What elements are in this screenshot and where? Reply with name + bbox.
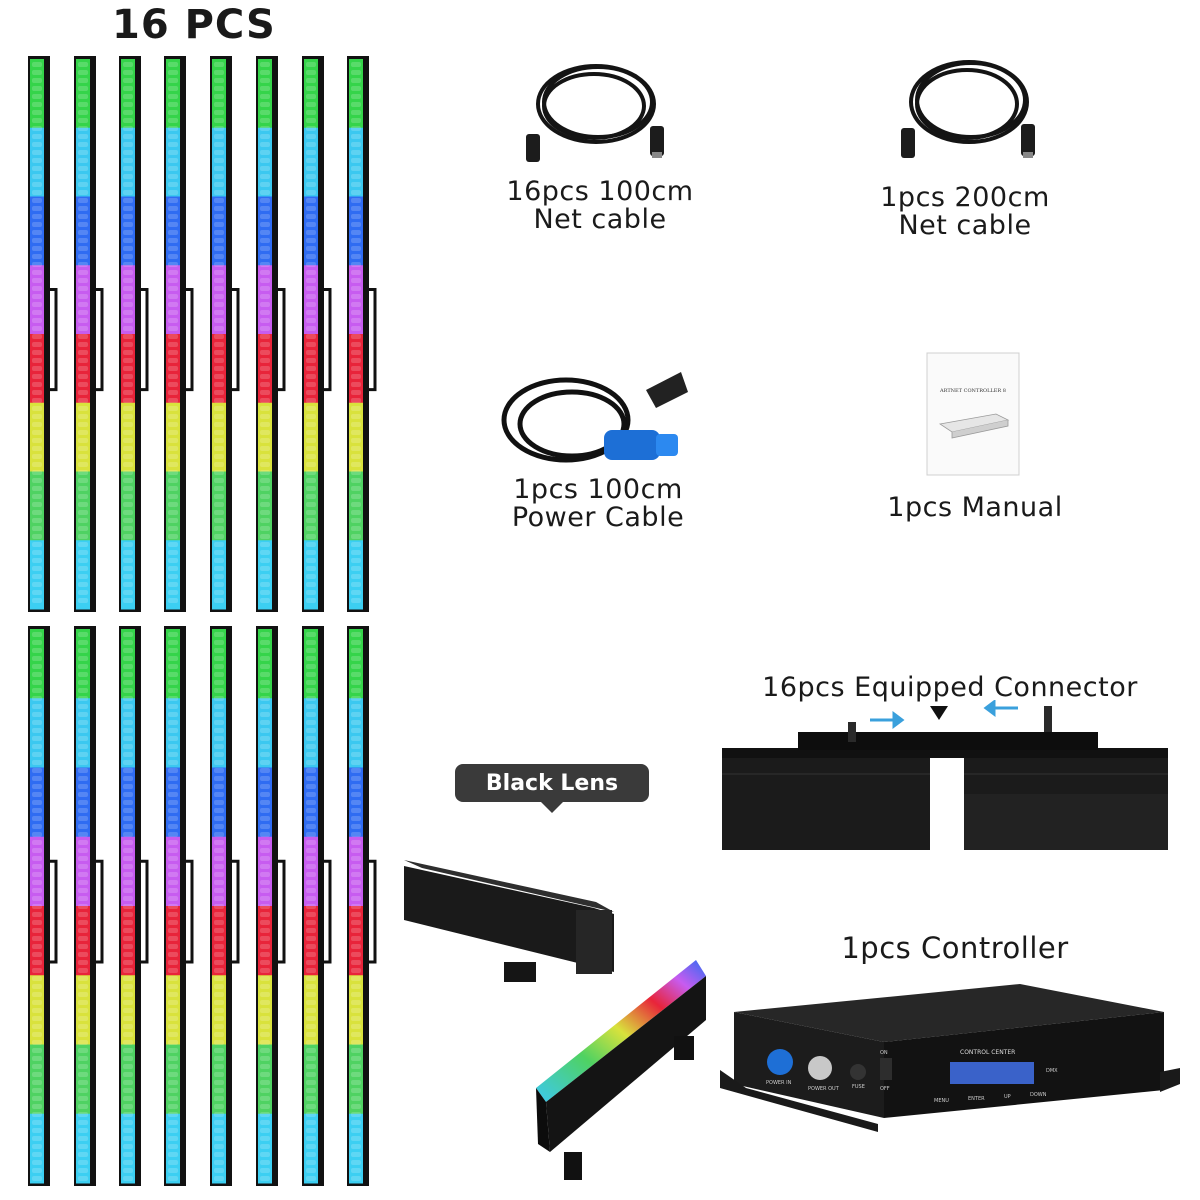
connector-label: 16pcs Equipped Connector	[762, 672, 1138, 703]
power-cable-image	[501, 372, 688, 463]
pointer-icon	[930, 706, 948, 720]
controller-label: 1pcs Controller	[841, 931, 1069, 965]
bottom-bar-8	[347, 626, 377, 1186]
net-cable-100cm-label: 16pcs 100cm Net cable	[506, 176, 694, 235]
led-bars-bottom-row	[28, 626, 377, 1186]
led-bars-top-row	[28, 56, 377, 612]
bottom-bar-1	[28, 626, 58, 1186]
manual-heading: ARTNET CONTROLLER 8	[939, 388, 1006, 394]
bottom-bar-7	[302, 626, 332, 1186]
manual-label: 1pcs Manual	[887, 492, 1063, 523]
top-bar-5	[210, 56, 240, 612]
manual-image: ARTNET CONTROLLER 8	[926, 352, 1020, 476]
top-bar-8	[347, 56, 377, 612]
power-in-socket	[767, 1049, 793, 1075]
connector-image	[722, 700, 1168, 850]
power-out-text: POWER OUT	[808, 1086, 840, 1092]
net-cable-200cm-label: 1pcs 200cm Net cable	[880, 182, 1050, 241]
black-lens-image	[404, 860, 706, 1180]
fuse-holder	[850, 1064, 866, 1080]
on-text: ON	[880, 1050, 888, 1056]
controller-image: CONTROL CENTER POWER IN POWER OUT FUSE O…	[720, 984, 1180, 1132]
up-text: UP	[1004, 1094, 1011, 1100]
bottom-bar-6	[256, 626, 286, 1186]
dmx-text: DMX	[1046, 1068, 1058, 1074]
top-bar-2	[74, 56, 104, 612]
black-lens-tag: Black Lens	[455, 764, 649, 802]
top-bar-1	[28, 56, 58, 612]
menu-text: MENU	[934, 1098, 949, 1104]
bottom-bar-3	[119, 626, 149, 1186]
top-bar-6	[256, 56, 286, 612]
top-bar-7	[302, 56, 332, 612]
fuse-text: FUSE	[852, 1084, 865, 1090]
net-cable-100cm-image	[526, 64, 664, 162]
page-title: 16 PCS	[112, 2, 276, 48]
bottom-bar-5	[210, 626, 240, 1186]
power-out-socket	[808, 1056, 832, 1080]
top-bar-3	[119, 56, 149, 612]
brand-text: CONTROL CENTER	[960, 1049, 1015, 1056]
net-cable-200cm-image	[901, 60, 1035, 158]
enter-text: ENTER	[968, 1096, 985, 1102]
off-text: OFF	[880, 1086, 890, 1092]
top-bar-4	[164, 56, 194, 612]
bottom-bar-4	[164, 626, 194, 1186]
power-in-text: POWER IN	[766, 1080, 792, 1086]
down-text: DOWN	[1030, 1092, 1047, 1098]
bottom-bar-2	[74, 626, 104, 1186]
power-switch	[880, 1058, 892, 1080]
black-lens-tag-pointer	[540, 801, 564, 813]
lcd-display	[950, 1062, 1034, 1084]
power-cable-label: 1pcs 100cm Power Cable	[511, 474, 685, 533]
